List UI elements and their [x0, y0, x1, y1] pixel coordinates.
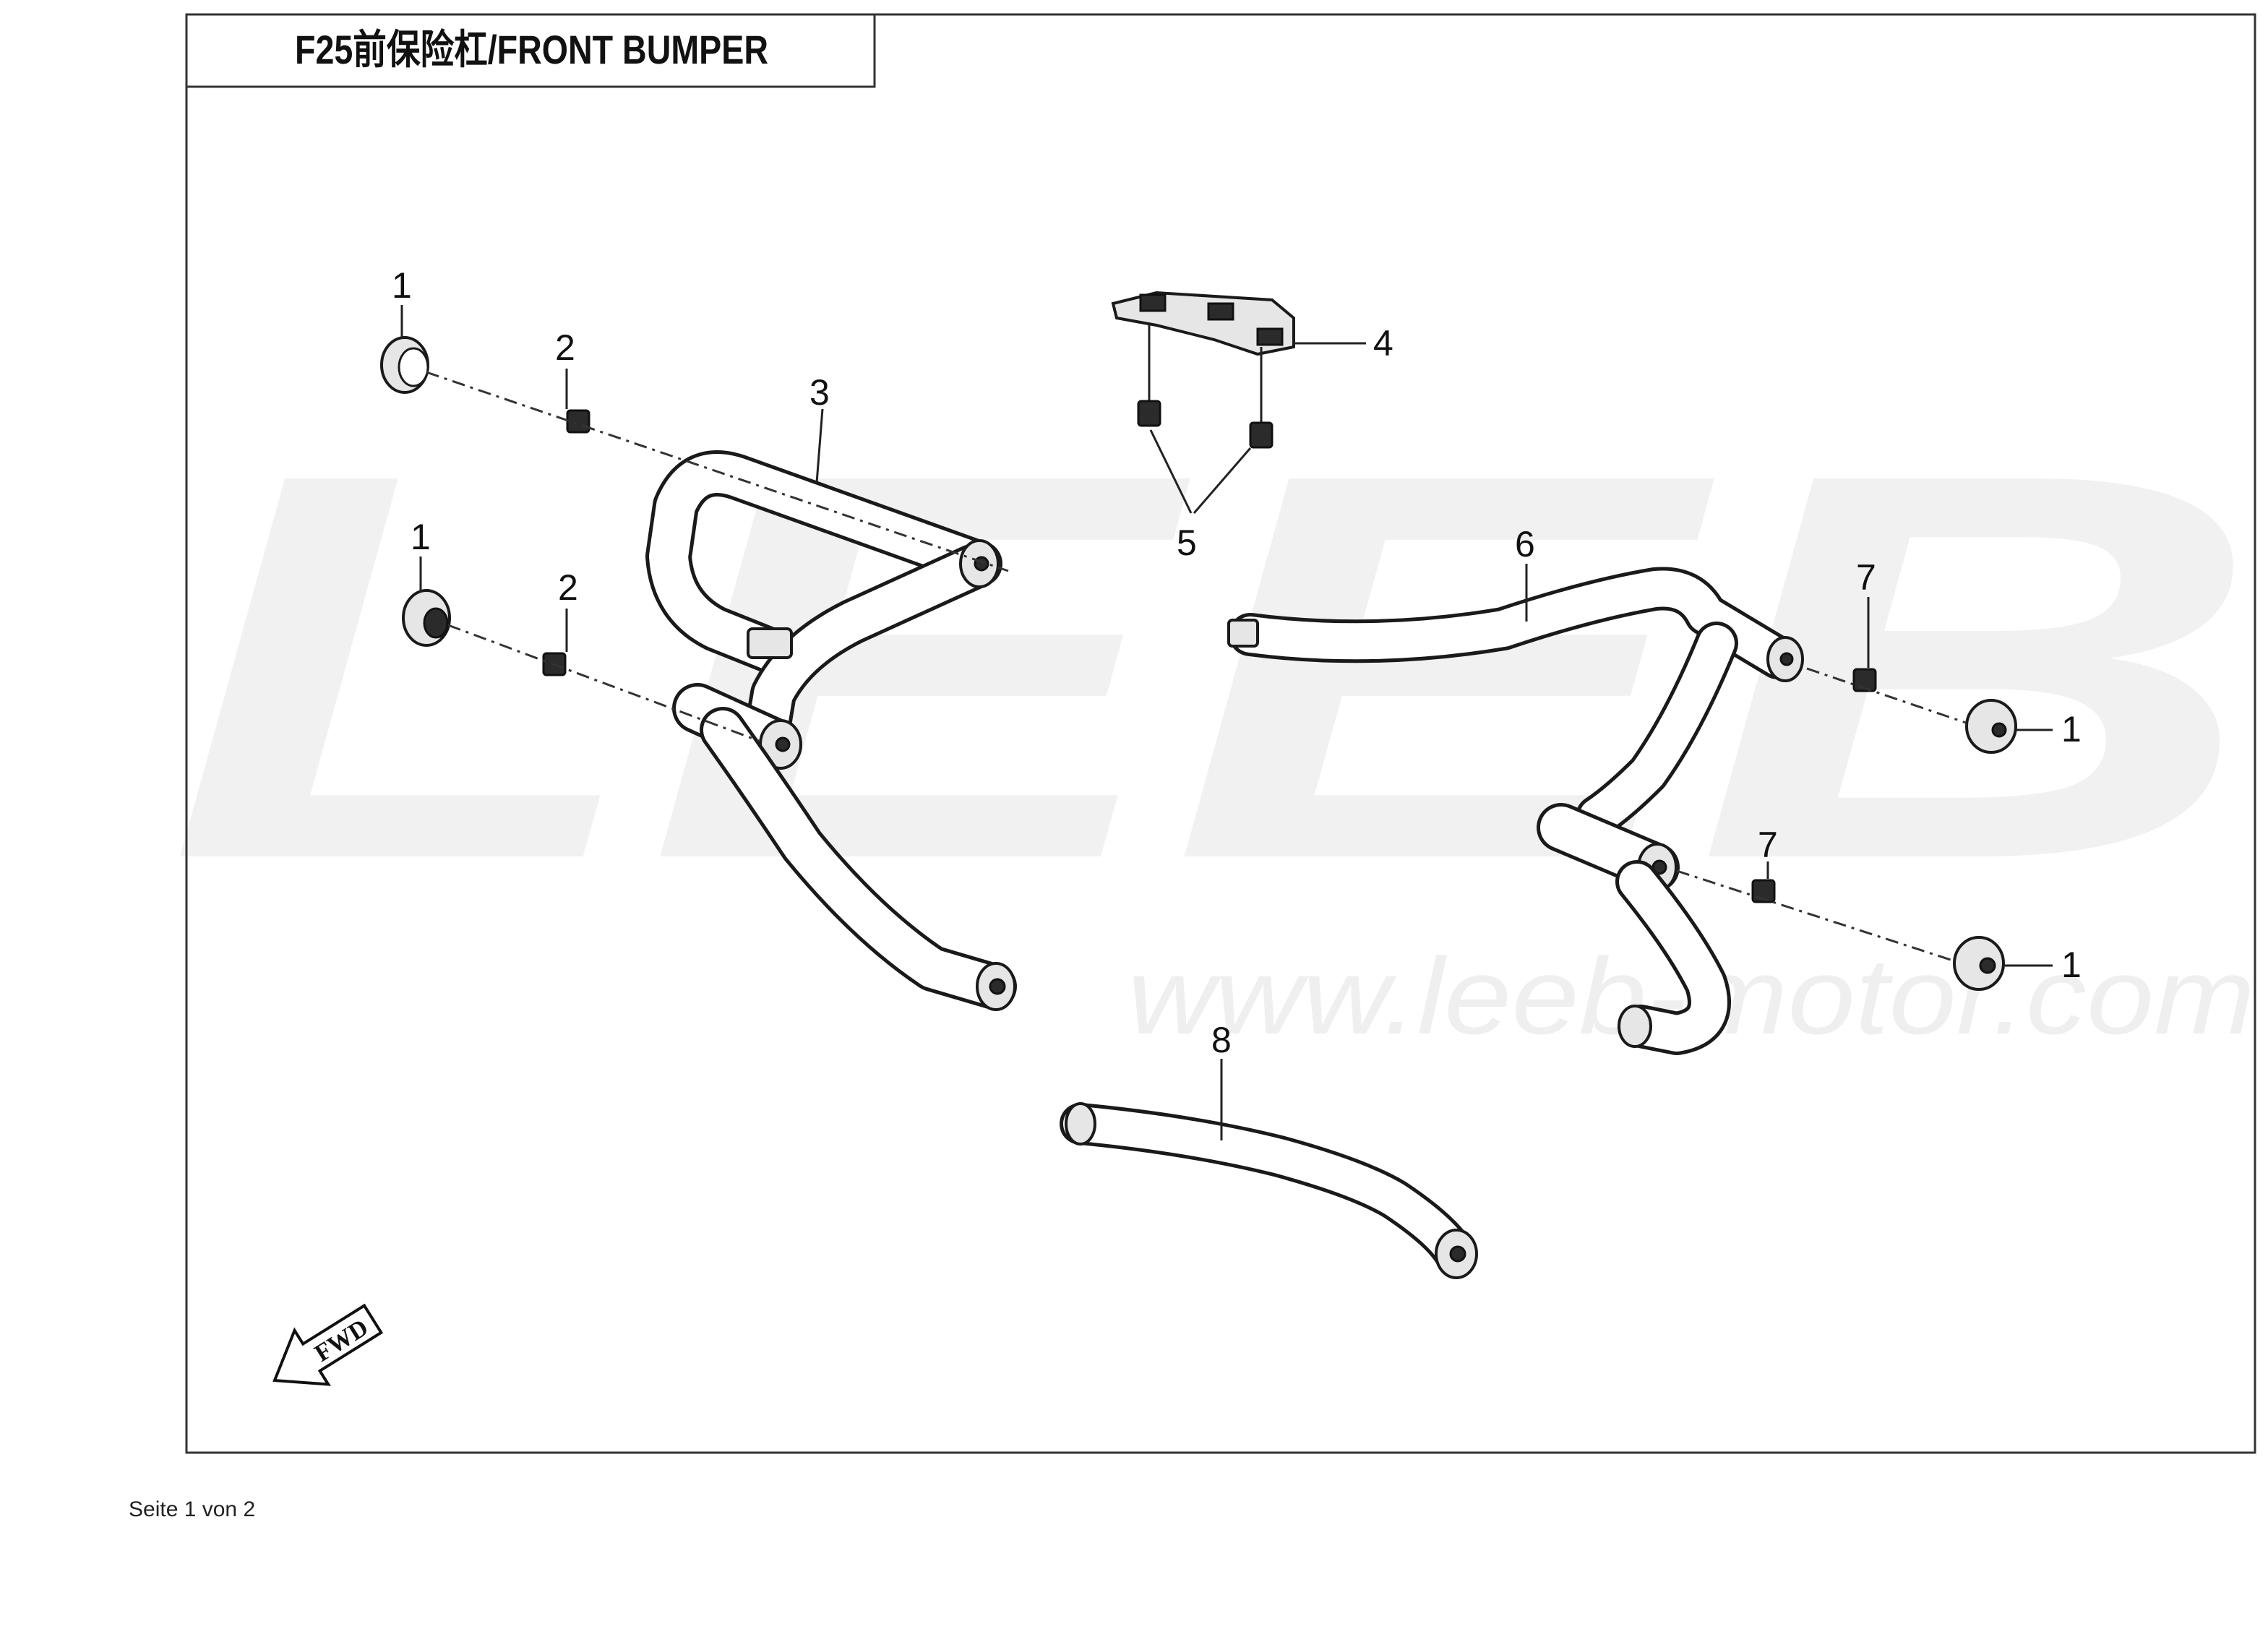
callout-1-mid-left: 1 [411, 517, 431, 557]
callout-4: 4 [1373, 323, 1393, 364]
callout-2-top-left: 2 [555, 327, 575, 368]
part-5-bolts [1137, 325, 1273, 514]
callout-3: 3 [809, 372, 830, 413]
watermark: LEEB www.leeb-motor.com [166, 360, 2262, 1057]
part-8-cross-tube [1060, 1102, 1478, 1279]
fwd-arrow-icon: FWD [272, 1303, 384, 1386]
callout-2-mid-left: 2 [558, 567, 578, 608]
part-4-bracket-plate [1111, 291, 1295, 356]
callout-6: 6 [1515, 524, 1535, 564]
part-3-left-bumper-bar [645, 450, 1002, 760]
assembly-lines [426, 371, 1967, 963]
page-footer: Seite 1 von 2 [129, 1497, 256, 1521]
callouts: 1 2 3 4 1 2 5 6 7 1 7 1 8 [392, 265, 2082, 1060]
part-6-right-lower-bar [1537, 803, 1731, 1055]
title-box [185, 13, 876, 88]
watermark-logo: LEEB [166, 360, 2262, 973]
part-3-left-lower-bar [672, 683, 1017, 1011]
callout-1-right-upper: 1 [2061, 709, 2082, 749]
callout-7-lower: 7 [1758, 825, 1778, 865]
leader-lines [400, 305, 2053, 1140]
diagram-frame [185, 13, 2256, 1454]
callout-5: 5 [1177, 523, 1197, 563]
part-6-right-bumper-bar [1227, 567, 1804, 838]
diagram-title: F25前保险杠/FRONT BUMPER [295, 27, 768, 72]
callout-1-right-lower: 1 [2061, 945, 2082, 985]
callout-8: 8 [1211, 1020, 1232, 1060]
part-1-grommets [380, 336, 2017, 991]
callout-7-upper: 7 [1856, 557, 1876, 598]
callout-1-top-left: 1 [392, 265, 412, 306]
